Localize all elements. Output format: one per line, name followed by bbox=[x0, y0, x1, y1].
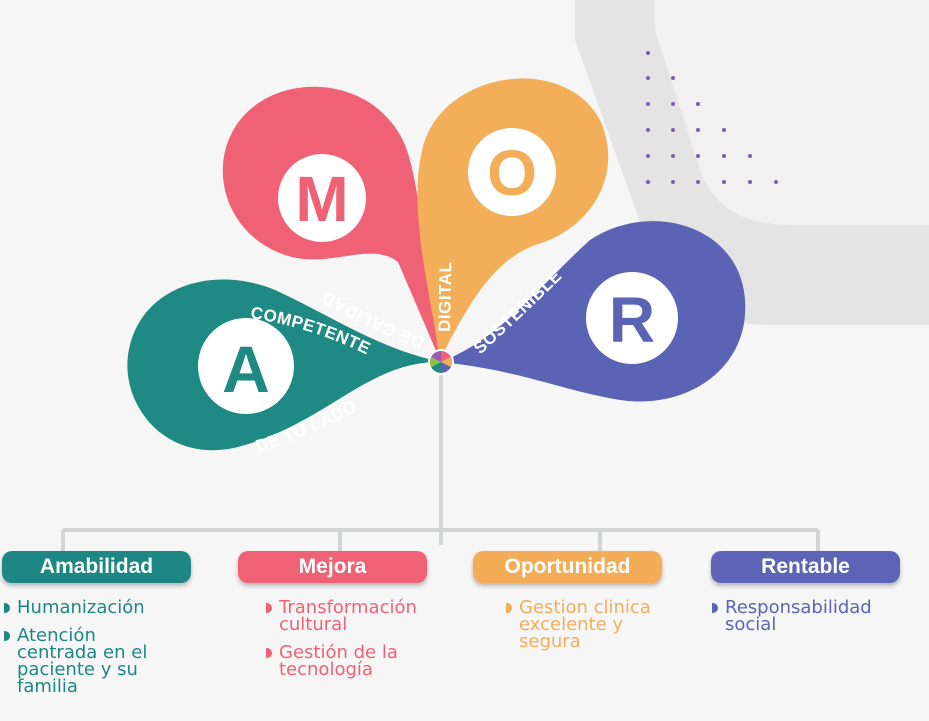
list-item-line: Transformación bbox=[279, 597, 417, 618]
letter-circle-a: A bbox=[198, 318, 294, 414]
list-item-line: paciente y su bbox=[17, 659, 138, 680]
list-item-line: familia bbox=[17, 676, 78, 697]
letter-m: M bbox=[295, 163, 348, 235]
bullet-icon bbox=[506, 603, 512, 613]
list-item-line: Gestión de la bbox=[279, 642, 398, 663]
connector-lines bbox=[61, 370, 820, 552]
bullet-icon bbox=[266, 603, 272, 613]
list-item: Humanización bbox=[4, 597, 194, 618]
list-item-line: tecnología bbox=[279, 659, 373, 680]
bullet-icon bbox=[4, 603, 10, 613]
list-item-line: segura bbox=[519, 631, 581, 652]
letter-circle-o: O bbox=[468, 128, 556, 216]
list-item-line: Responsabilidad bbox=[725, 597, 872, 618]
letter-circle-r: R bbox=[586, 272, 678, 364]
list-item-line: Humanización bbox=[17, 597, 145, 618]
list-item-line: excelente y bbox=[519, 614, 624, 635]
letter-circle-m: M bbox=[278, 154, 366, 242]
bullet-icon bbox=[712, 603, 718, 613]
letter-a: A bbox=[222, 332, 270, 406]
pill-amabilidad: Amabilidad bbox=[2, 551, 191, 583]
list-item-line: Atención bbox=[17, 625, 96, 646]
letter-r: R bbox=[609, 284, 655, 356]
petal-o bbox=[417, 78, 609, 360]
label-digital: DIGITAL bbox=[435, 261, 455, 332]
list-item-line: cultural bbox=[279, 614, 348, 635]
bullet-icon bbox=[4, 631, 10, 641]
pill-oportunidad: Oportunidad bbox=[473, 551, 662, 583]
bullet-icon bbox=[266, 648, 272, 658]
pill-rentable: Rentable bbox=[711, 551, 900, 583]
pill-mejora: Mejora bbox=[238, 551, 427, 583]
list-item-line: centrada en el bbox=[17, 642, 148, 663]
list-item-line: social bbox=[725, 614, 777, 635]
center-hub bbox=[428, 349, 454, 375]
list-item-line: Gestion clinica bbox=[519, 597, 651, 618]
letter-o: O bbox=[487, 137, 537, 209]
background-shape-inner bbox=[655, 0, 929, 225]
dot-grid bbox=[646, 51, 778, 184]
